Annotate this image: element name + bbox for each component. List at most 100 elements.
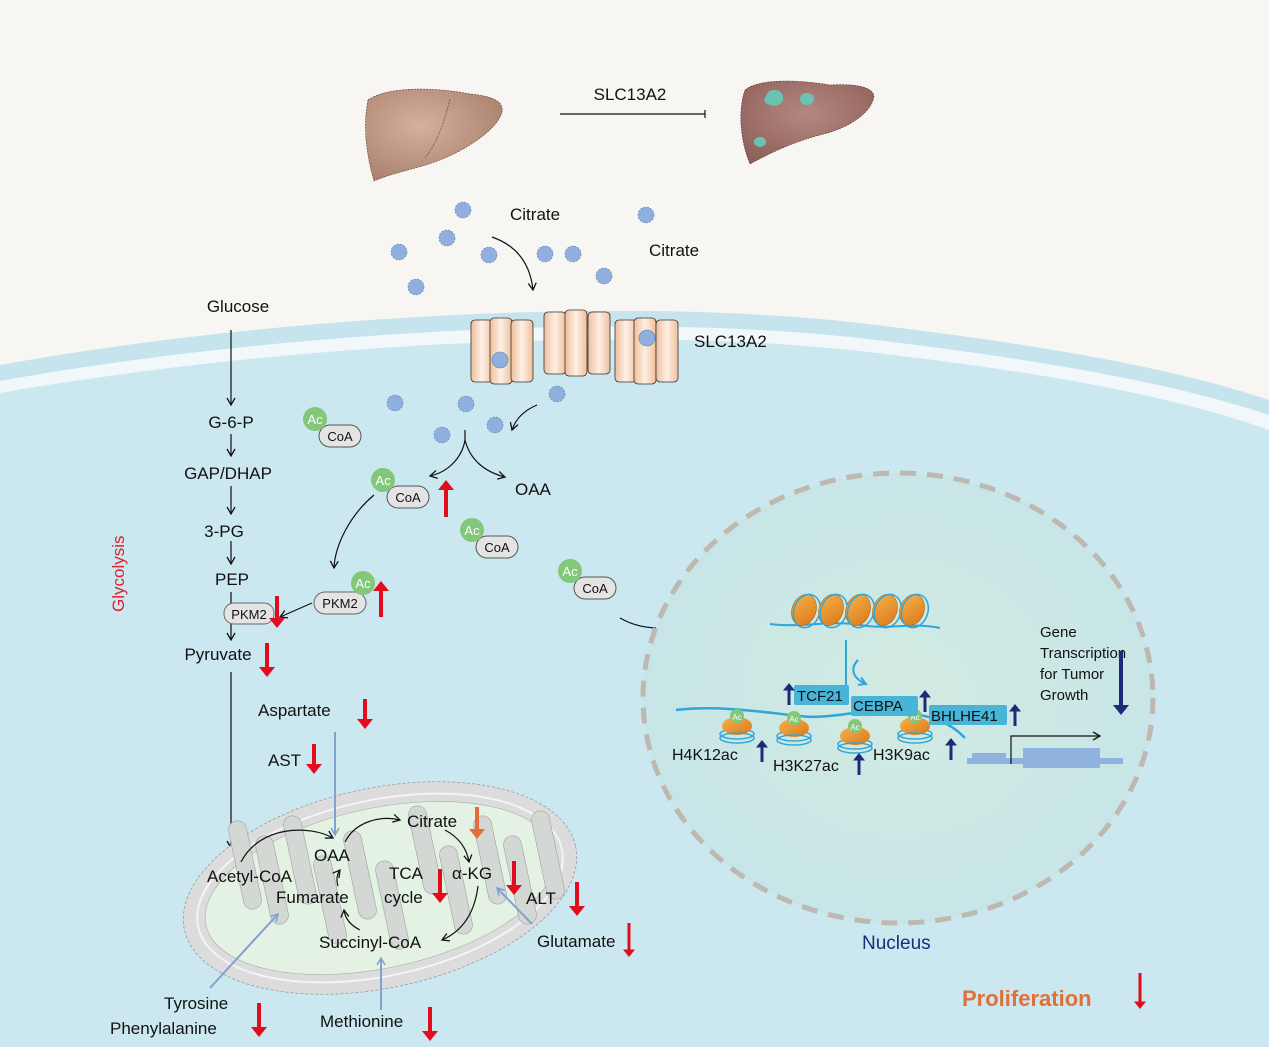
proliferation-label: Proliferation xyxy=(962,986,1092,1011)
crista xyxy=(228,820,262,910)
slc13a2-transporter-label: SLC13A2 xyxy=(694,332,767,351)
transcription-start-arrow xyxy=(1010,731,1102,764)
citrate-dot xyxy=(454,201,472,219)
svg-text:CoA: CoA xyxy=(582,581,608,596)
h3k9ac-label: H3K9ac xyxy=(873,747,930,764)
phenylalanine-label: Phenylalanine xyxy=(110,1019,217,1038)
aspartate-label: Aspartate xyxy=(258,701,331,720)
pkm2-badge: PKM2 xyxy=(223,602,275,625)
arrow-succinylcoa-fumarate xyxy=(340,908,361,931)
svg-text:BHLHE41: BHLHE41 xyxy=(931,708,998,725)
svg-text:CEBPA: CEBPA xyxy=(853,698,903,715)
transporter-helix xyxy=(655,319,679,383)
transporter-helix xyxy=(489,317,513,385)
transporter-helix xyxy=(587,311,611,375)
gap-dhap-label: GAP/DHAP xyxy=(184,464,272,483)
gene-text-1: Gene xyxy=(1040,624,1077,641)
arrow-acetylcoa-oaa xyxy=(240,829,335,863)
up-arrow-head xyxy=(438,480,454,490)
svg-text:CoA: CoA xyxy=(395,490,421,505)
citrate-import-arrow xyxy=(491,236,537,292)
arrow-akg-succinylcoa xyxy=(440,885,479,942)
h4k12ac-label: H4K12ac xyxy=(672,747,738,764)
svg-text:Ac: Ac xyxy=(307,412,323,427)
glutamate-label: Glutamate xyxy=(537,932,615,951)
mito-citrate-label: Citrate xyxy=(407,812,457,831)
down-arrow-head xyxy=(506,885,522,895)
gene-text-2: Transcription xyxy=(1040,645,1126,662)
svg-text:CoA: CoA xyxy=(327,429,353,444)
svg-text:Ac: Ac xyxy=(375,473,391,488)
citrate-dot xyxy=(480,246,498,264)
svg-text:Ac: Ac xyxy=(562,564,578,579)
transporter-helix xyxy=(510,319,534,383)
crista xyxy=(255,835,289,925)
normal-liver-icon xyxy=(365,88,503,182)
up-arrow-head xyxy=(919,690,931,698)
crista xyxy=(283,815,317,905)
svg-text:Ac: Ac xyxy=(732,713,741,722)
arrow-acpkm2-pkm2 xyxy=(278,602,313,619)
svg-text:Ac: Ac xyxy=(789,715,798,724)
crista xyxy=(375,860,409,950)
acetyl-coa: CoA Ac xyxy=(303,407,362,448)
citrate-dot xyxy=(637,206,655,224)
citrate-dot xyxy=(407,278,425,296)
cytoplasm-oaa-label: OAA xyxy=(515,480,552,499)
citrate-dot xyxy=(638,329,656,347)
h3k27ac-label: H3K27ac xyxy=(773,758,839,775)
up-arrow-head xyxy=(945,738,957,746)
slc13a2-inhibitor-label: SLC13A2 xyxy=(594,85,667,104)
citrate-dot xyxy=(548,385,566,403)
up-arrow-head xyxy=(783,683,795,691)
acetylated-nucleosome: Ac xyxy=(837,719,873,754)
fumarate-label: Fumarate xyxy=(276,888,349,907)
down-arrow-head xyxy=(432,893,448,903)
mito-oaa-label: OAA xyxy=(314,846,351,865)
citrate-dot xyxy=(564,245,582,263)
arrow-acetylcoa-pkm2 xyxy=(329,494,375,570)
citrate-dot xyxy=(486,416,504,434)
down-arrow-head xyxy=(357,719,373,729)
arrow-transport-in xyxy=(509,404,538,432)
svg-text:Ac: Ac xyxy=(464,523,480,538)
arrow-fumarate-oaa xyxy=(332,868,341,887)
down-arrow-head xyxy=(269,618,285,628)
tca-label-1: TCA xyxy=(389,864,424,883)
acetylcoa-label: Acetyl-CoA xyxy=(207,867,293,886)
down-arrow-head xyxy=(1113,705,1129,715)
down-arrow-head xyxy=(422,1031,438,1041)
down-arrow-head xyxy=(259,667,275,677)
up-arrow-head xyxy=(1009,704,1021,712)
crista xyxy=(473,815,507,905)
down-arrow-head xyxy=(251,1027,267,1037)
citrate-label-1: Citrate xyxy=(510,205,560,224)
ast-label: AST xyxy=(268,751,301,770)
gene-locus xyxy=(967,731,1123,768)
methionine-label: Methionine xyxy=(320,1012,403,1031)
citrate-label-2: Citrate xyxy=(649,241,699,260)
acetyl-coa: CoA Ac xyxy=(371,468,430,509)
citrate-dot xyxy=(491,351,509,369)
compact-chromatin xyxy=(769,593,941,629)
arrow-oaa-citrate xyxy=(344,813,402,843)
svg-text:PKM2: PKM2 xyxy=(231,607,266,622)
down-arrow-head xyxy=(623,949,635,957)
down-arrow-head xyxy=(1134,1001,1146,1009)
up-arrow-head xyxy=(373,581,389,591)
svg-text:PKM2: PKM2 xyxy=(322,596,357,611)
crista xyxy=(343,830,377,920)
arrow-citrate-akg xyxy=(444,829,473,864)
up-arrow-head xyxy=(853,753,865,761)
acetyl-transfer-arrow xyxy=(852,659,866,684)
g6p-label: G-6-P xyxy=(208,413,253,432)
citrate-dot xyxy=(536,245,554,263)
citrate-dot xyxy=(386,394,404,412)
acetylated-nucleosome: Ac xyxy=(776,711,812,746)
glucose-label: Glucose xyxy=(207,297,269,316)
citrate-dot xyxy=(433,426,451,444)
svg-text:CoA: CoA xyxy=(484,540,510,555)
regulation-arrows xyxy=(251,480,1146,1041)
nucleus-label: Nucleus xyxy=(862,933,931,954)
